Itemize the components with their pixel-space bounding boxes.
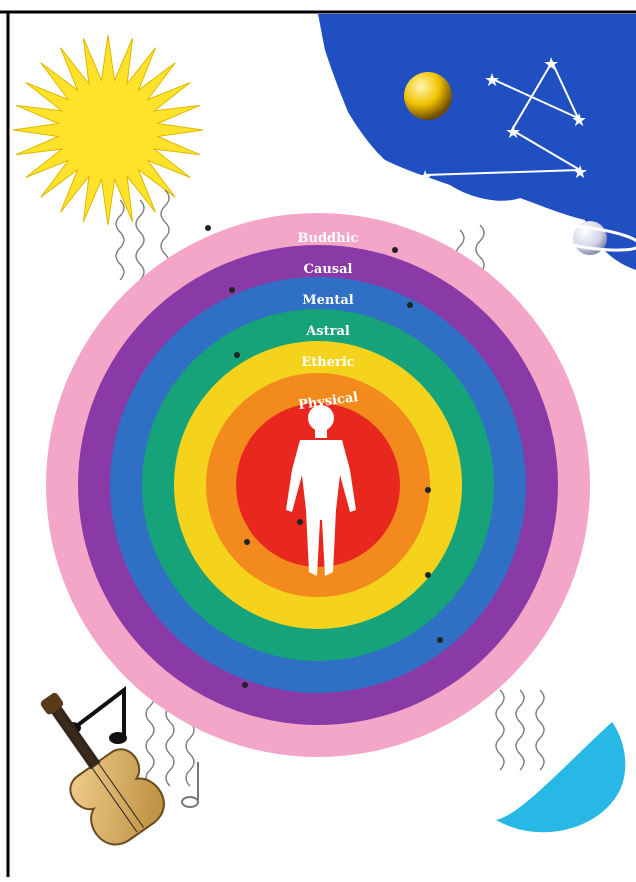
connector-dot xyxy=(205,225,211,231)
connector-dot xyxy=(242,682,248,688)
svg-text:★: ★ xyxy=(572,162,588,182)
connector-dot xyxy=(437,637,443,643)
connector-dot xyxy=(229,287,235,293)
ring-label-causal: Causal xyxy=(304,262,353,277)
constellation-icon: ★ ★ ★ ★ ★ ★ xyxy=(417,54,588,187)
ring-label-etheric: Etheric xyxy=(301,355,354,370)
saturn-icon xyxy=(538,221,636,255)
svg-text:★: ★ xyxy=(417,167,433,187)
svg-text:★: ★ xyxy=(571,110,587,130)
ring-label-buddhic: Buddhic xyxy=(298,231,359,246)
human-figure-icon xyxy=(286,405,356,576)
connector-dot xyxy=(234,352,240,358)
moon-icon xyxy=(496,722,626,833)
ring-label-mental: Mental xyxy=(302,293,354,308)
svg-text:★: ★ xyxy=(543,54,559,74)
page-frame xyxy=(0,10,636,877)
svg-text:★: ★ xyxy=(484,70,500,90)
ring-label-astral: Astral xyxy=(305,324,350,339)
connector-dot xyxy=(297,519,303,525)
connector-dot xyxy=(392,247,398,253)
svg-text:★: ★ xyxy=(505,122,521,142)
planet-icon xyxy=(404,72,452,120)
ring-label-atmic: Atmic xyxy=(306,198,350,213)
violin-icon xyxy=(40,692,165,846)
connector-dot xyxy=(244,539,250,545)
night-sky xyxy=(318,14,636,270)
connector-dot xyxy=(407,302,413,308)
connector-dot xyxy=(425,487,431,493)
sun-icon xyxy=(12,34,204,226)
connector-dot xyxy=(425,572,431,578)
